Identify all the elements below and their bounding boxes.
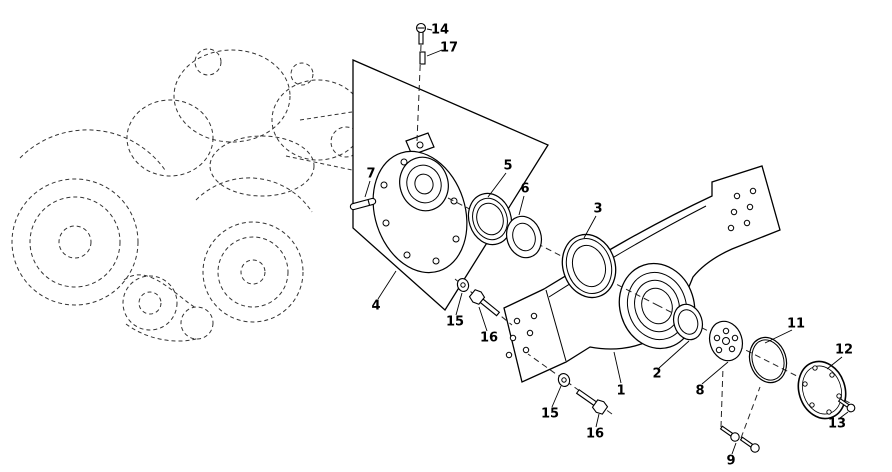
callout-16-lower: 16 (585, 426, 605, 442)
callout-15-lower: 15 (540, 406, 560, 422)
callout-5: 5 (503, 158, 513, 174)
callout-11: 11 (786, 316, 806, 332)
callout-14: 14 (430, 22, 450, 38)
bushing-part2 (672, 303, 704, 341)
callout-3: 3 (593, 201, 603, 217)
tractor-phantom-outline (11, 48, 365, 342)
callout-15-upper: 15 (445, 314, 465, 330)
cover-plate-part12 (797, 360, 847, 420)
callout-4: 4 (371, 298, 381, 314)
callout-6: 6 (520, 181, 530, 197)
bolt-part16-upper (468, 289, 501, 317)
bearing-part6 (505, 215, 543, 259)
callout-16-upper: 16 (479, 330, 499, 346)
callout-17: 17 (439, 40, 459, 56)
callout-9: 9 (726, 453, 736, 469)
callout-leader-lines (364, 28, 849, 455)
callout-8: 8 (695, 383, 705, 399)
stud-part17 (419, 51, 426, 65)
hub-part8 (708, 320, 744, 362)
screws-part9 (719, 425, 760, 453)
callout-2: 2 (652, 366, 662, 382)
pin-part7 (349, 197, 377, 211)
seal-ring-part5 (467, 192, 513, 246)
screw-part13 (837, 397, 856, 413)
washer-part15-upper (456, 278, 470, 292)
bolt-part16-lower (575, 388, 609, 415)
cover-plate-assembly (372, 132, 468, 274)
callout-7: 7 (366, 166, 376, 182)
screw-part14 (415, 22, 427, 45)
washer-part15-lower (557, 373, 571, 387)
callout-12: 12 (834, 342, 854, 358)
o-ring-part11 (748, 336, 788, 384)
callout-13: 13 (827, 416, 847, 432)
seal-part3 (561, 233, 617, 299)
housing-boss-bore (618, 262, 696, 350)
axle-housing-part1 (503, 165, 781, 383)
callout-1: 1 (616, 383, 626, 399)
